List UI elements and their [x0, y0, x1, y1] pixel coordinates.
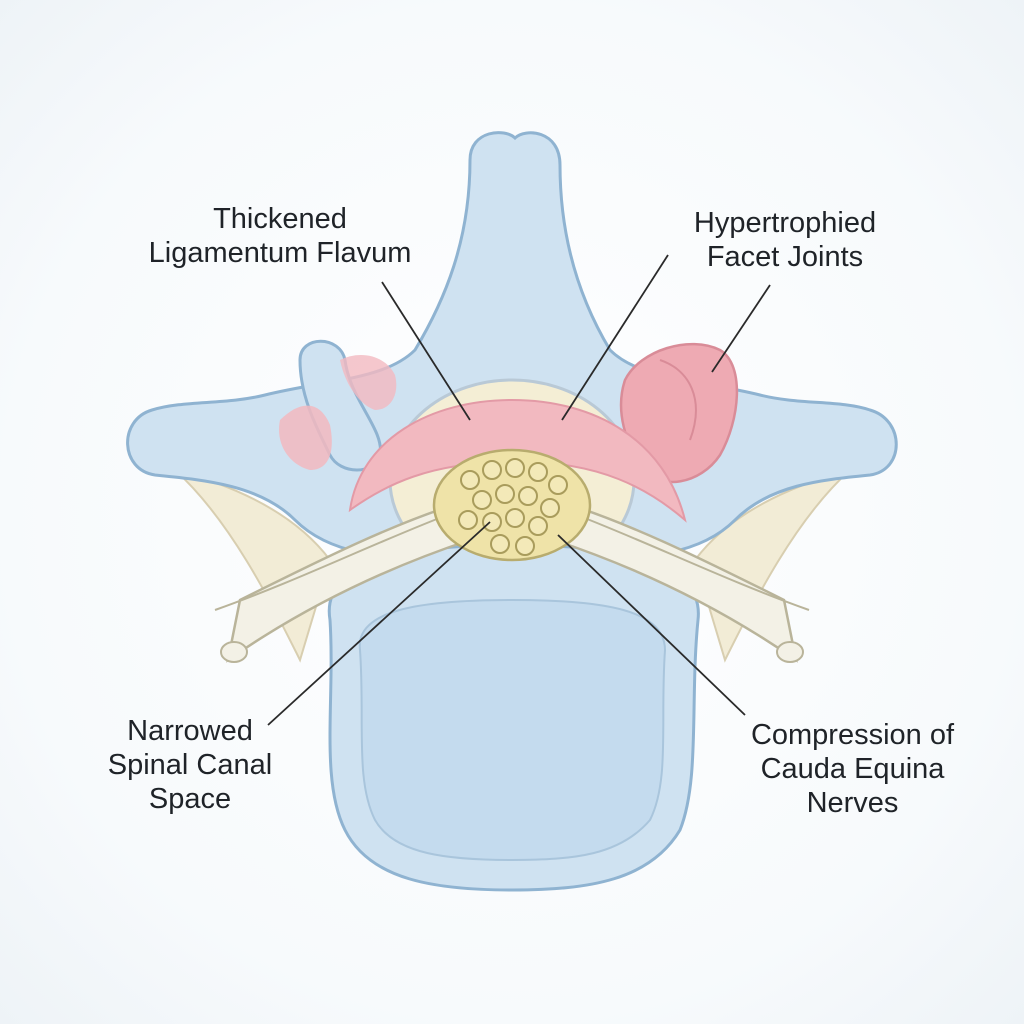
cauda-equina-bundle	[432, 448, 592, 562]
label-hypertrophied-facet-joints: Hypertrophied Facet Joints	[680, 206, 890, 274]
label-narrowed-spinal-canal-space: Narrowed Spinal Canal Space	[100, 714, 280, 816]
right-facet-fold	[659, 359, 697, 441]
leader-line-ligamentum	[381, 281, 471, 421]
left-facet-hypertrophy	[279, 405, 332, 470]
label-line: Compression of	[750, 719, 955, 751]
label-line: Facet Joints	[706, 241, 864, 273]
label-line: Spinal Canal	[107, 749, 273, 781]
label-line: Nerves	[806, 787, 899, 819]
label-compression-of-cauda-equina-nerves: Compression of Cauda Equina Nerves	[740, 718, 965, 820]
left-nerve-roots	[214, 498, 472, 663]
label-line: Space	[148, 783, 232, 815]
leader-line-facet-2	[711, 284, 771, 373]
label-thickened-ligamentum-flavum: Thickened Ligamentum Flavum	[140, 202, 420, 270]
label-line: Hypertrophied	[693, 207, 877, 239]
leader-line-facet-1	[561, 254, 669, 421]
left-facet-hypertrophy-upper	[340, 355, 397, 410]
label-line: Ligamentum Flavum	[148, 237, 412, 269]
leader-line-canal	[267, 521, 491, 726]
label-line: Narrowed	[127, 715, 253, 747]
leader-line-cauda	[557, 534, 746, 716]
label-line: Thickened	[213, 203, 347, 235]
right-nerve-roots	[552, 498, 810, 663]
label-line: Cauda Equina	[760, 753, 945, 785]
vertebral-body-inner	[358, 598, 667, 862]
